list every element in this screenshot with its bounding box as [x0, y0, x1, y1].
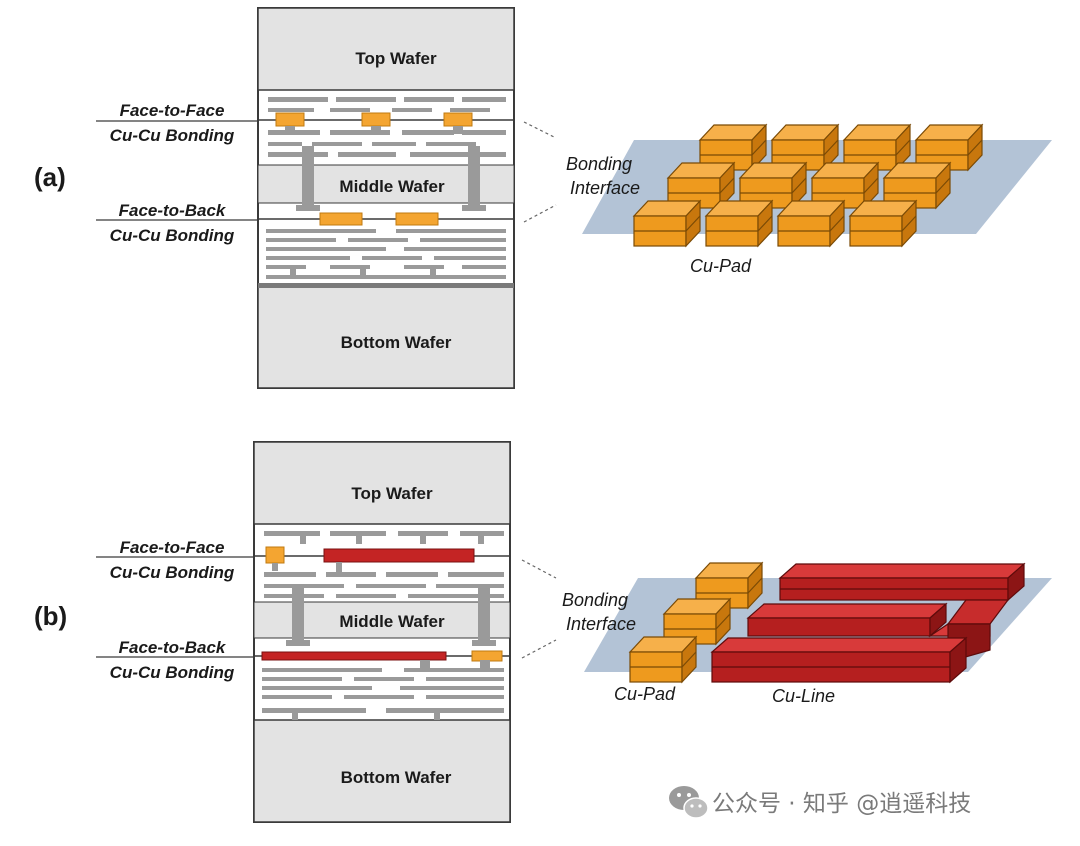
middle-wafer-label-b: Middle Wafer: [339, 612, 445, 631]
wechat-icon: [669, 786, 709, 819]
f2b-label-line2: Cu-Cu Bonding: [110, 226, 235, 245]
f2f-label-line1: Face-to-Face: [120, 101, 225, 120]
panel-b-label: (b): [34, 601, 67, 631]
bottom-wafer-label-b: Bottom Wafer: [341, 768, 452, 787]
f2f-label-line1-b: Face-to-Face: [120, 538, 225, 557]
tsv-vias: [296, 146, 486, 211]
cu-pad-label-b: Cu-Pad: [614, 684, 676, 704]
tsv-vias-b: [286, 588, 496, 646]
f2f-cu-features-b: [265, 546, 475, 572]
top-wafer-label: Top Wafer: [355, 49, 437, 68]
watermark: 公众号 · 知乎 @逍遥科技: [669, 786, 971, 819]
metal-layers-upper: [268, 97, 506, 157]
metal-layers-lower-b: [262, 660, 504, 720]
top-wafer-label-b: Top Wafer: [351, 484, 433, 503]
f2f-label-line2: Cu-Cu Bonding: [110, 126, 235, 145]
middle-wafer-label: Middle Wafer: [339, 177, 445, 196]
bottom-wafer: [257, 285, 515, 389]
bonding-label-line1: Bonding: [566, 154, 632, 174]
cu-line-label: Cu-Line: [772, 686, 835, 706]
metal-layers-upper-b: [264, 531, 504, 598]
panel-a: (a) Top Wafer Middle Wafer Bottom Wafer: [34, 7, 1052, 389]
bonding-label-line2-b: Interface: [566, 614, 636, 634]
cu-line-structure: [710, 562, 1026, 684]
f2b-label-line1: Face-to-Back: [119, 201, 227, 220]
top-wafer: [257, 7, 515, 91]
bonding-label-line2: Interface: [570, 178, 640, 198]
bonding-label-line1-b: Bonding: [562, 590, 628, 610]
metal-layers-lower: [266, 229, 506, 279]
f2b-label-line2-b: Cu-Cu Bonding: [110, 663, 235, 682]
bottom-wafer-b: [253, 719, 511, 823]
top-wafer-b: [253, 441, 511, 525]
panel-b: (b) Top Wafer Middle Wafer Bottom Wafer: [34, 441, 1052, 823]
f2b-label-line1-b: Face-to-Back: [119, 638, 227, 657]
f2b-cu-pads: [319, 212, 439, 226]
watermark-text: 公众号 · 知乎 @逍遥科技: [712, 791, 971, 817]
f2f-label-line2-b: Cu-Cu Bonding: [110, 563, 235, 582]
bottom-wafer-label: Bottom Wafer: [341, 333, 452, 352]
cu-pad-label: Cu-Pad: [690, 256, 752, 276]
panel-a-label: (a): [34, 162, 66, 192]
f2f-cu-pads: [275, 112, 473, 134]
